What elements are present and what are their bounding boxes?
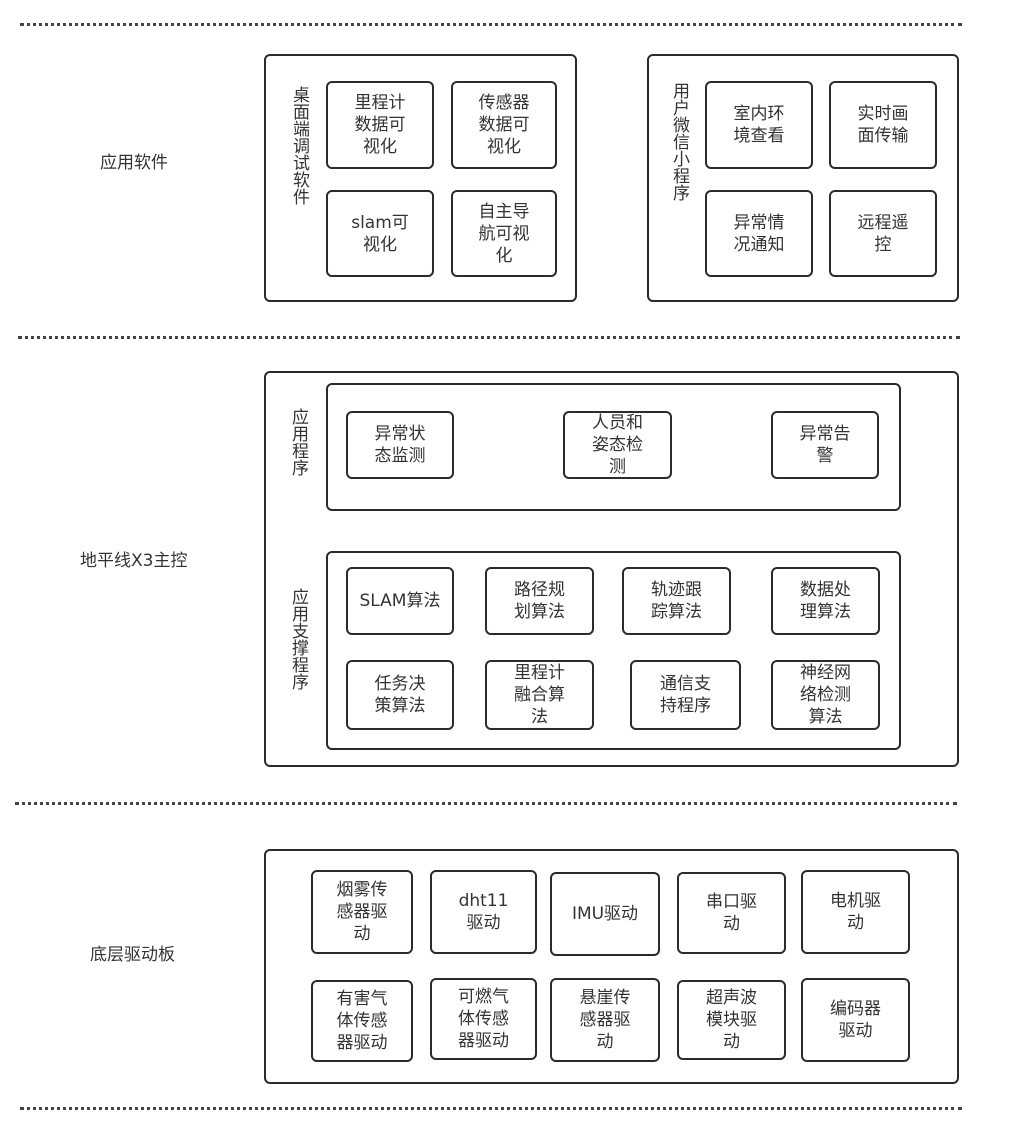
harmful-gas-sensor-driver-box: 有害气体传感器驱动 [311,980,413,1062]
box-label: 远程遥控 [857,212,909,255]
smoke-sensor-driver-box: 烟雾传感器驱动 [311,870,413,954]
layer-label-x3-controller: 地平线X3主控 [80,551,188,571]
box-label: 数据处理算法 [800,580,851,622]
box-label: 里程计融合算法 [514,663,565,727]
desktop-debug-software-title: 桌面端调试软件 [289,86,309,205]
communication-support-box: 通信支持程序 [630,660,741,730]
wechat-miniprogram-title: 用户微信小程序 [669,82,689,201]
motor-driver-box: 电机驱动 [801,870,910,954]
separator-2 [15,802,957,805]
box-label: 烟雾传感器驱动 [336,880,388,944]
box-label: 异常情况通知 [733,212,785,255]
indoor-environment-box: 室内环境查看 [705,81,813,169]
imu-driver-box: IMU驱动 [550,872,660,956]
odometry-fusion-box: 里程计融合算法 [485,660,594,730]
box-label: 人员和姿态检测 [592,413,643,477]
ultrasonic-module-driver-box: 超声波模块驱动 [677,980,786,1060]
serial-driver-box: 串口驱动 [677,872,786,954]
person-pose-detection-box: 人员和姿态检测 [563,411,672,479]
box-label: 轨迹跟踪算法 [651,580,702,622]
box-label: 通信支持程序 [660,674,711,716]
box-label: 里程计数据可视化 [354,93,406,157]
box-label: dht11驱动 [458,891,509,933]
box-label: SLAM算法 [359,591,441,611]
path-planning-box: 路径规划算法 [485,567,594,635]
box-label: 编码器驱动 [830,999,881,1041]
box-label: 悬崖传感器驱动 [579,988,631,1052]
slam-algorithm-box: SLAM算法 [346,567,454,635]
data-processing-box: 数据处理算法 [771,567,880,635]
encoder-driver-box: 编码器驱动 [801,978,910,1062]
separator-1 [18,336,960,339]
neural-network-detection-box: 神经网络检测算法 [771,660,880,730]
navigation-visualization-box: 自主导航可视化 [451,190,557,277]
anomaly-monitoring-box: 异常状态监测 [346,411,454,479]
box-label: slam可视化 [351,212,409,255]
application-program-title: 应用程序 [288,408,308,476]
box-label: 电机驱动 [830,891,881,933]
box-label: 传感器数据可视化 [478,93,530,157]
support-program-title: 应用支撑程序 [288,588,308,690]
separator-bottom [20,1107,962,1110]
cliff-sensor-driver-box: 悬崖传感器驱动 [550,978,660,1062]
box-label: 自主导航可视化 [478,201,530,266]
layer-label-driver-board: 底层驱动板 [90,945,175,965]
box-label: 串口驱动 [706,892,757,934]
box-label: 神经网络检测算法 [800,663,851,727]
box-label: 任务决策算法 [374,674,426,716]
box-label: 异常告警 [799,424,851,466]
box-label: 有害气体传感器驱动 [336,989,388,1053]
anomaly-alarm-box: 异常告警 [771,411,879,479]
sensor-visualization-box: 传感器数据可视化 [451,81,557,169]
trajectory-tracking-box: 轨迹跟踪算法 [622,567,731,635]
slam-visualization-box: slam可视化 [326,190,434,277]
box-label: 异常状态监测 [374,424,426,466]
task-decision-box: 任务决策算法 [346,660,454,730]
dht11-driver-box: dht11驱动 [430,870,537,954]
anomaly-notification-box: 异常情况通知 [705,190,813,277]
odometry-visualization-box: 里程计数据可视化 [326,81,434,169]
realtime-video-box: 实时画面传输 [829,81,937,169]
box-label: 超声波模块驱动 [706,988,757,1052]
box-label: 实时画面传输 [857,104,909,146]
layer-label-application-software: 应用软件 [100,153,168,173]
combustible-gas-sensor-driver-box: 可燃气体传感器驱动 [430,978,537,1060]
separator-top [20,23,962,26]
box-label: 路径规划算法 [514,580,565,622]
box-label: IMU驱动 [571,904,639,924]
box-label: 室内环境查看 [733,104,785,146]
remote-control-box: 远程遥控 [829,190,937,277]
box-label: 可燃气体传感器驱动 [458,987,509,1051]
